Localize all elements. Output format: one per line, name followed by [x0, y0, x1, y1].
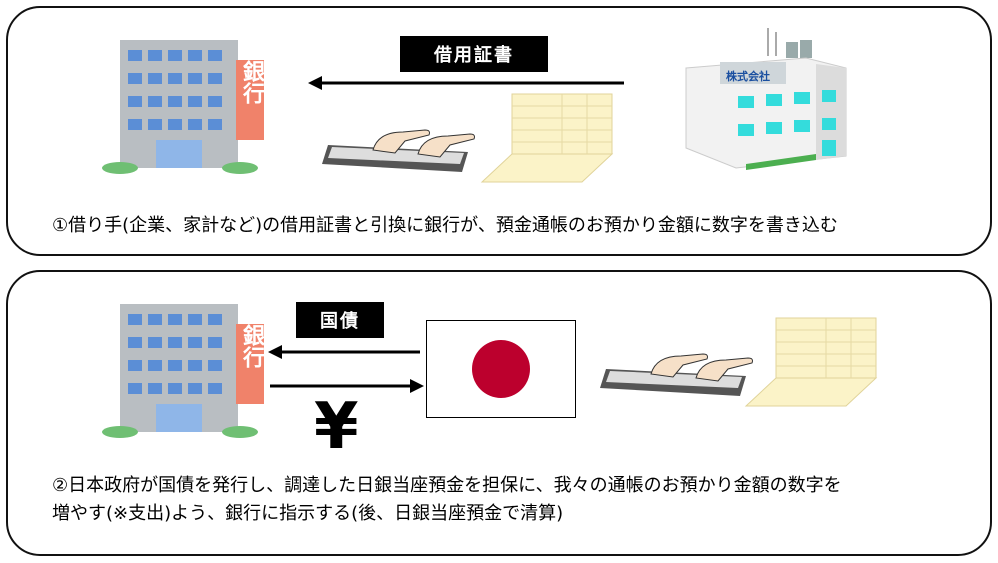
loan-certificate-label: 借用証書 [400, 36, 548, 72]
company-building-icon [685, 28, 847, 170]
panel-government-bond: 銀行 国債 ¥ ②日本政府が国債を発行し、調達した日銀当座預金を担保に、我々の通… [6, 270, 992, 556]
yen-symbol: ¥ [314, 390, 359, 464]
arrow-bank-to-government [270, 379, 424, 393]
arrow-bond-to-bank [268, 345, 420, 359]
arrow-to-bank [308, 76, 624, 90]
bank-sign-text-2: 銀行 [239, 324, 264, 368]
panel1-caption: ①借り手(企業、家計など)の借用証書と引換に銀行が、預金通帳のお預かり金額に数字… [52, 215, 838, 236]
panel-bank-lending: 銀行 借用証書 株式会社 [6, 6, 992, 256]
passbook-icon [480, 93, 614, 183]
bank-sign-text: 銀行 [239, 60, 264, 104]
bank-building-icon-2 [102, 304, 264, 438]
company-sign-text: 株式会社 [726, 70, 770, 83]
panel2-caption-line2: 増やす(※支出)よう、銀行に指示する(後、日銀当座預金で清算) [52, 503, 564, 524]
keyboard-typing-icon-2 [600, 353, 753, 396]
panel2-caption-line1: ②日本政府が国債を発行し、調達した日銀当座預金を担保に、我々の通帳のお預かり金額… [52, 475, 842, 496]
keyboard-typing-icon [322, 129, 475, 172]
japan-flag-icon [426, 320, 576, 418]
passbook-icon-2 [744, 317, 878, 407]
bank-building-icon [102, 40, 264, 174]
government-bond-label: 国債 [296, 302, 384, 338]
